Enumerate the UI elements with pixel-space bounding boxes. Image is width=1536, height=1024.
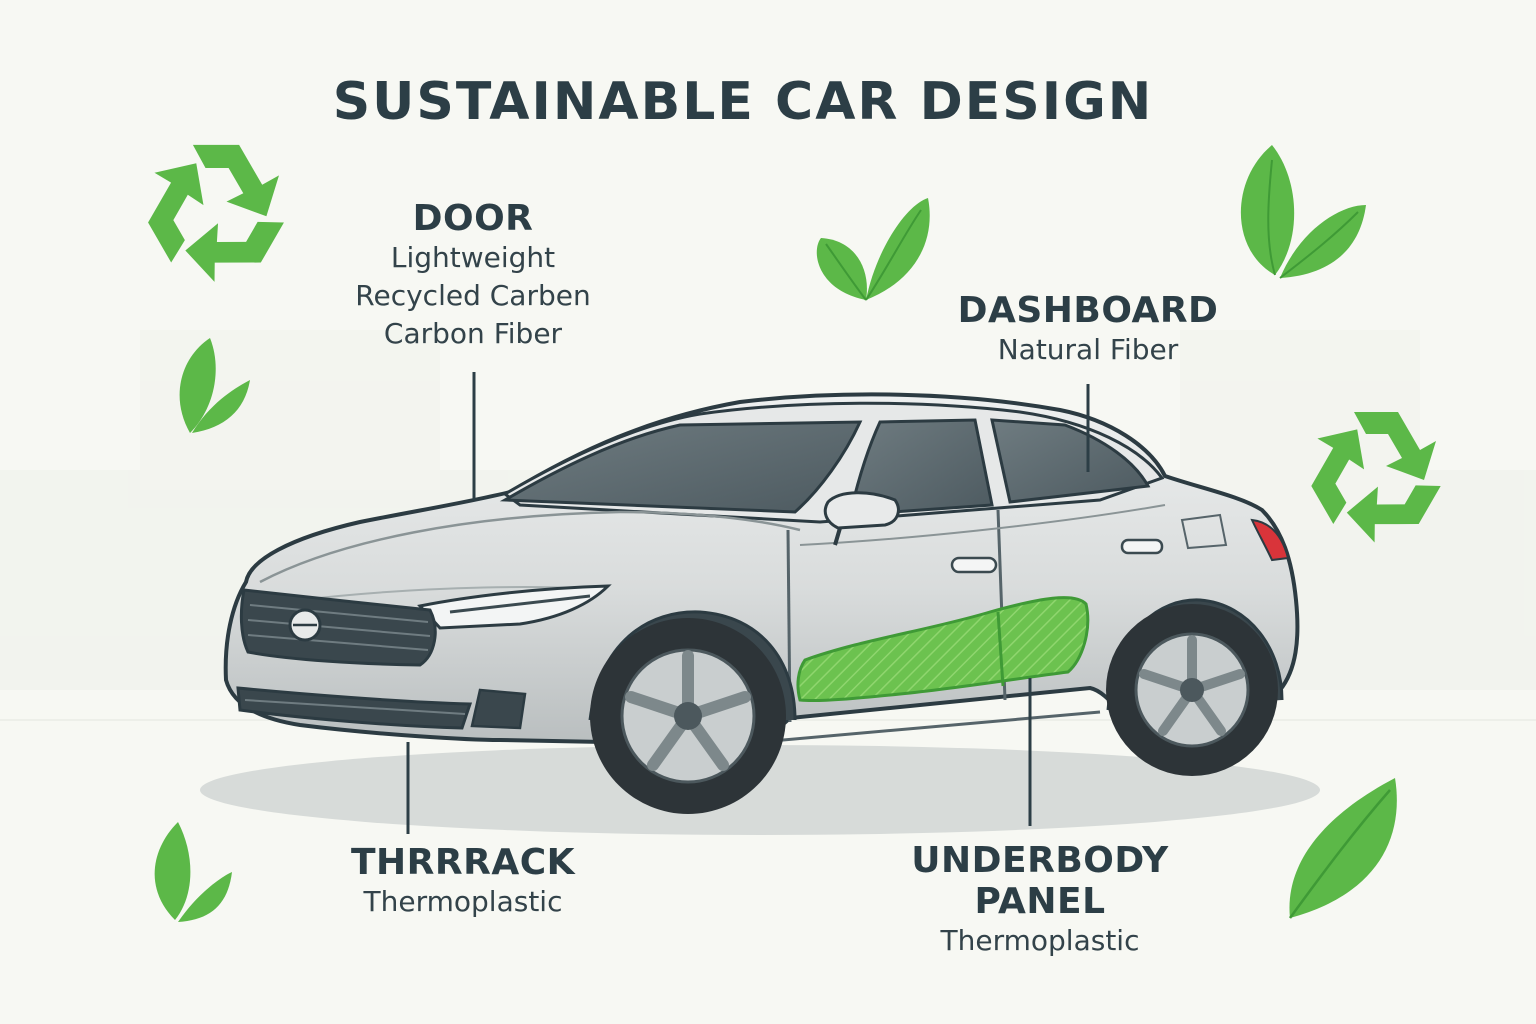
- callout-underbody-line: Thermoplastic: [940, 924, 1140, 957]
- car-shadow: [200, 745, 1320, 835]
- headlight: [417, 584, 612, 630]
- car: [223, 392, 1300, 814]
- page-title: SUSTAINABLE CAR DESIGN: [332, 72, 1154, 132]
- callout-underbody: UNDERBODY PANEL Thermoplastic: [840, 840, 1240, 960]
- leaf-icon: [816, 198, 930, 301]
- windshield: [499, 420, 863, 514]
- callout-door-heading: DOOR: [412, 198, 534, 239]
- callout-door-line: Carbon Fiber: [383, 317, 563, 350]
- leaf-icon: [179, 338, 250, 433]
- front-side-window: [848, 418, 994, 517]
- lower-intake: [236, 686, 473, 730]
- callout-thrrrack: THRRRACK Thermoplastic: [308, 842, 618, 921]
- callout-dashboard-heading: DASHBOARD: [957, 290, 1219, 331]
- callout-underbody-heading: UNDERBODY PANEL: [911, 840, 1169, 922]
- leaf-icon: [1240, 145, 1366, 279]
- callout-door-line: Lightweight: [390, 241, 556, 274]
- recycle-icon: [128, 144, 284, 298]
- callout-dashboard: DASHBOARD Natural Fiber: [918, 290, 1258, 369]
- leader-lines: [406, 372, 1090, 834]
- leaf-icon: [1288, 778, 1397, 919]
- rear-door-handle: [1120, 538, 1164, 555]
- callout-door-line: Recycled Carben: [355, 279, 591, 312]
- rear-side-window: [990, 418, 1151, 504]
- front-wheel: [588, 610, 797, 814]
- front-door-handle: [950, 556, 998, 574]
- sustainable-panel: [796, 596, 1090, 703]
- leaf-icon: [154, 822, 232, 922]
- callout-dashboard-line: Natural Fiber: [997, 333, 1179, 366]
- rear-wheel: [1106, 598, 1284, 776]
- callout-thrrrack-heading: THRRRACK: [350, 842, 576, 883]
- tail-light: [1250, 518, 1290, 562]
- side-mirror: [823, 491, 900, 530]
- callout-thrrrack-line: Thermoplastic: [363, 885, 563, 918]
- callout-door: DOOR Lightweight Recycled Carben Carbon …: [318, 198, 628, 353]
